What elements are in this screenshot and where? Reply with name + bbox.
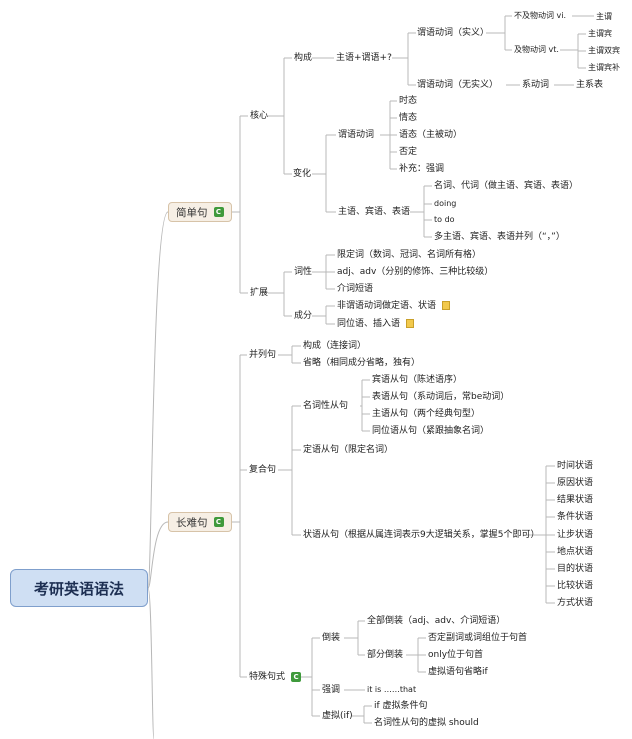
node-vt[interactable]: 及物动词 vt. bbox=[514, 45, 559, 54]
node-attributive-clause[interactable]: 定语从句（限定名词） bbox=[303, 445, 394, 455]
node-compound-sentence[interactable]: 复合句 bbox=[249, 465, 277, 475]
note-icon[interactable] bbox=[406, 319, 415, 328]
note-icon[interactable] bbox=[442, 301, 451, 310]
connector-curve bbox=[147, 211, 169, 589]
node-core[interactable]: 核心 bbox=[250, 111, 269, 121]
node-slp[interactable]: 主系表 bbox=[576, 80, 604, 90]
node-neg-adverb-front[interactable]: 否定副词或词组位于句首 bbox=[428, 633, 528, 643]
node-subject-object[interactable]: 主语、宾语、表语 bbox=[338, 207, 411, 217]
node-expand[interactable]: 扩展 bbox=[250, 288, 269, 298]
connector-curve bbox=[147, 521, 169, 589]
node-noun-clause[interactable]: 名词性从句 bbox=[303, 401, 349, 411]
node-only-front[interactable]: only位于句首 bbox=[428, 650, 484, 660]
node-appositive-clause[interactable]: 同位语从句（紧跟抽象名词） bbox=[372, 426, 490, 436]
node-tense[interactable]: 时态 bbox=[399, 96, 418, 106]
collapse-icon[interactable]: C bbox=[213, 207, 224, 217]
node-adv-place[interactable]: 地点状语 bbox=[557, 547, 594, 557]
node-it-is-that[interactable]: it is ……that bbox=[367, 685, 417, 694]
node-adv-manner[interactable]: 方式状语 bbox=[557, 598, 594, 608]
node-adj-adv[interactable]: adj、adv（分别的修饰、三种比较级） bbox=[337, 267, 494, 277]
node-inversion[interactable]: 倒装 bbox=[322, 633, 341, 643]
node-appositive[interactable]: 同位语、插入语 bbox=[337, 318, 415, 330]
node-adv-comparison[interactable]: 比较状语 bbox=[557, 581, 594, 591]
node-if-conditional[interactable]: if 虚拟条件句 bbox=[374, 701, 428, 711]
node-noun-pronoun[interactable]: 名词、代词（做主语、宾语、表语） bbox=[434, 181, 579, 191]
node-adv-reason[interactable]: 原因状语 bbox=[557, 478, 594, 488]
node-partial-inversion[interactable]: 部分倒装 bbox=[367, 650, 404, 660]
node-non-finite[interactable]: 非谓语动词做定语、状语 bbox=[337, 300, 451, 312]
node-adv-result[interactable]: 结果状语 bbox=[557, 495, 594, 505]
node-predicate-verb[interactable]: 谓语动词 bbox=[338, 130, 375, 140]
node-negation[interactable]: 否定 bbox=[399, 147, 418, 157]
node-adv-concession[interactable]: 让步状语 bbox=[557, 530, 594, 540]
topic-complex-label: 长难句 bbox=[176, 516, 208, 529]
node-svo-2[interactable]: 主谓宾 bbox=[588, 29, 612, 38]
node-svo-4[interactable]: 主谓宾补 bbox=[588, 63, 620, 72]
root-label: 考研英语语法 bbox=[33, 579, 124, 598]
node-svo-3[interactable]: 主谓双宾 bbox=[588, 46, 620, 55]
node-adverbial-clause[interactable]: 状语从句（根据从属连词表示9大逻辑关系，掌握5个即可） bbox=[303, 530, 540, 540]
node-special-label: 特殊句式 bbox=[249, 672, 286, 682]
node-prep-phrase[interactable]: 介词短语 bbox=[337, 284, 374, 294]
node-should-subjunctive[interactable]: 名词性从句的虚拟 should bbox=[374, 718, 479, 728]
node-parallel-sentence[interactable]: 并列句 bbox=[249, 350, 277, 360]
topic-simple-label: 简单句 bbox=[176, 206, 208, 219]
node-word-class[interactable]: 词性 bbox=[294, 267, 313, 277]
node-svo-1[interactable]: 主谓 bbox=[596, 12, 612, 21]
node-subject-clause[interactable]: 主语从句（两个经典句型） bbox=[372, 409, 481, 419]
node-object-clause[interactable]: 宾语从句（陈述语序） bbox=[372, 375, 463, 385]
node-subjunctive[interactable]: 虚拟(if) bbox=[322, 711, 353, 721]
node-vi[interactable]: 不及物动词 vi. bbox=[514, 11, 567, 20]
collapse-icon[interactable]: C bbox=[291, 672, 302, 682]
node-adv-condition[interactable]: 条件状语 bbox=[557, 512, 594, 522]
node-voice[interactable]: 语态（主被动） bbox=[399, 130, 463, 140]
node-linking-verb[interactable]: 系动词 bbox=[522, 80, 550, 90]
node-notional-verb[interactable]: 谓语动词（实义） bbox=[417, 28, 490, 38]
node-emphasis-supplement[interactable]: 补充：强调 bbox=[399, 164, 445, 174]
root-topic[interactable]: 考研英语语法 bbox=[10, 569, 148, 607]
node-sentence-part[interactable]: 成分 bbox=[294, 311, 313, 321]
node-modal[interactable]: 情态 bbox=[399, 113, 418, 123]
collapse-icon[interactable]: C bbox=[213, 517, 224, 527]
node-appositive-label: 同位语、插入语 bbox=[337, 319, 401, 329]
node-to-do[interactable]: to do bbox=[434, 215, 455, 224]
connector-curve bbox=[147, 587, 155, 739]
node-adv-time[interactable]: 时间状语 bbox=[557, 461, 594, 471]
node-non-finite-label: 非谓语动词做定语、状语 bbox=[337, 301, 437, 311]
node-omit-if[interactable]: 虚拟语句省略if bbox=[428, 667, 488, 677]
node-parallel-subjects[interactable]: 多主语、宾语、表语并列（“，”） bbox=[434, 232, 565, 242]
node-omission[interactable]: 省略（相同成分省略，独有） bbox=[303, 358, 421, 368]
node-non-notional-verb[interactable]: 谓语动词（无实义） bbox=[417, 80, 499, 90]
node-special-sentence[interactable]: 特殊句式 C bbox=[249, 671, 302, 683]
node-determiners[interactable]: 限定词（数词、冠词、名词所有格） bbox=[337, 250, 482, 260]
node-doing[interactable]: doing bbox=[434, 199, 457, 208]
topic-complex-sentence[interactable]: 长难句 C bbox=[168, 512, 232, 532]
node-emphasis[interactable]: 强调 bbox=[322, 685, 341, 695]
node-conjunction[interactable]: 构成（连接词） bbox=[303, 341, 367, 351]
node-change[interactable]: 变化 bbox=[293, 169, 312, 179]
node-adv-purpose[interactable]: 目的状语 bbox=[557, 564, 594, 574]
node-composition[interactable]: 构成 bbox=[294, 53, 313, 63]
topic-simple-sentence[interactable]: 简单句 C bbox=[168, 202, 232, 222]
node-formula[interactable]: 主语+谓语+? bbox=[336, 53, 392, 63]
node-predicative-clause[interactable]: 表语从句（系动词后，常be动词） bbox=[372, 392, 510, 402]
node-full-inversion[interactable]: 全部倒装（adj、adv、介词短语） bbox=[367, 616, 506, 626]
